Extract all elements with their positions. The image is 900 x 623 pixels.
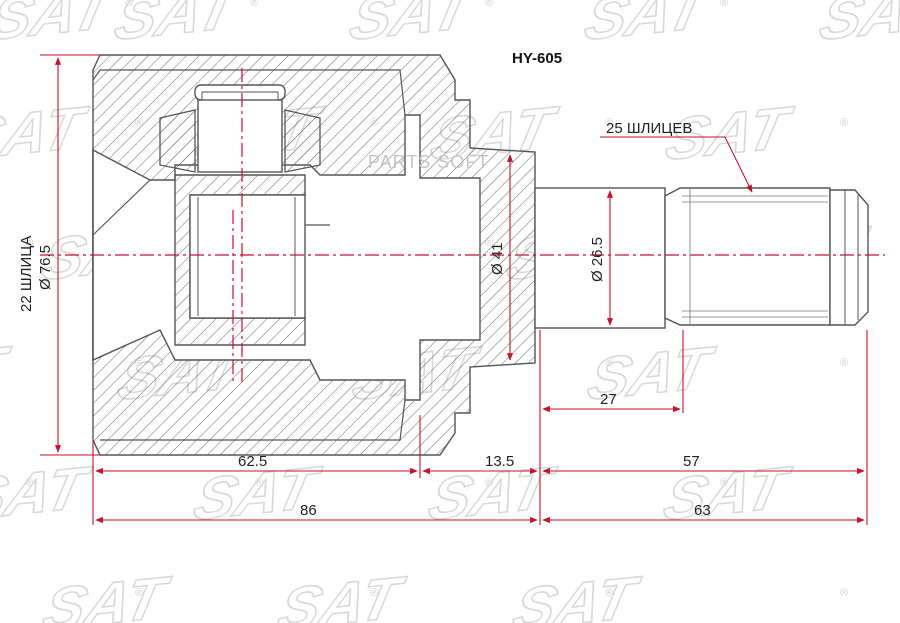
shaft-diameter-label: Ø 26.5 [589,237,606,282]
sat-logo-watermark: SAT [582,334,720,413]
sat-logo-watermark: SAT [0,0,122,54]
registered-mark-icon: ® [370,587,378,599]
registered-mark-icon: ® [605,587,613,599]
outer-diameter-label: Ø 76.5 [37,245,54,290]
registered-mark-icon: ® [25,237,33,249]
sat-logo-watermark: SAT [37,564,175,623]
sat-logo-watermark: SAT [0,454,96,533]
tripod-spider [159,84,330,346]
registered-mark-icon: ® [720,477,728,489]
sat-logo-watermark: SAT [0,334,15,413]
shaft-splines-label: 25 ШЛИЦЕВ [606,120,692,137]
sat-logo-watermark: SAT [109,0,247,54]
registered-mark-icon: ® [840,117,848,129]
site-watermark: PARTS SOFT [368,152,489,172]
sat-logo-watermark: SAT [507,564,645,623]
dimension-13-5: 13.5 [485,453,514,470]
sat-logo-watermark: SAT [660,94,798,173]
dimension-57: 57 [683,453,700,470]
inner-diameter-label: Ø 41 [489,242,506,275]
registered-mark-icon: ® [605,357,613,369]
registered-mark-icon: ® [485,477,493,489]
stub-shaft [534,187,869,329]
registered-mark-icon: ® [485,0,493,9]
registered-mark-icon: ® [255,477,263,489]
sat-logo-watermark: SAT [814,0,900,54]
dimension-63: 63 [694,502,711,519]
sat-logo-watermark: SAT [658,454,796,533]
outer-splines-label: 22 ШЛИЦА [18,236,35,312]
registered-mark-icon: ® [25,477,33,489]
dimension-86: 86 [300,502,317,519]
registered-mark-icon: ® [840,357,848,369]
sat-logo-watermark: SAT [0,94,93,173]
registered-mark-icon: ® [840,587,848,599]
centerlines [40,68,885,385]
sat-logo-watermark: SAT [579,0,717,54]
dimension-62-5: 62.5 [238,453,267,470]
sat-logo-watermark: SAT [272,564,410,623]
sat-logo-watermark: SAT [344,0,482,54]
part-number: HY-605 [512,50,562,67]
dimension-lines [40,54,868,525]
registered-mark-icon: ® [125,0,133,9]
registered-mark-icon: ® [605,117,613,129]
registered-mark-icon: ® [250,0,258,9]
dimension-27: 27 [600,391,617,408]
registered-mark-icon: ® [135,587,143,599]
registered-mark-icon: ® [720,0,728,9]
